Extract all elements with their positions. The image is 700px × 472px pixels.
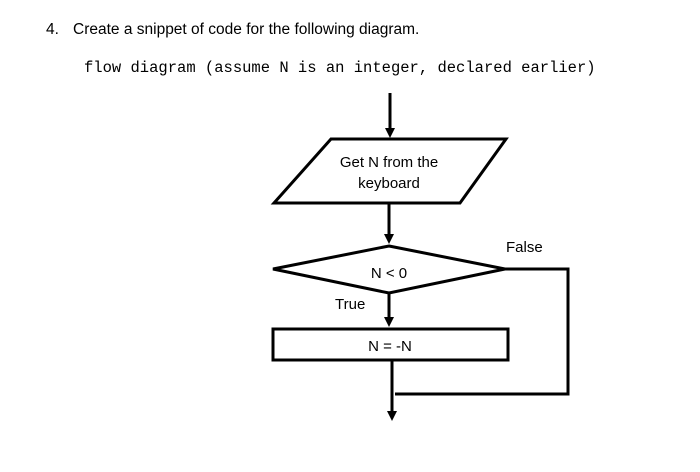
question-text: Create a snippet of code for the followi… (73, 21, 420, 38)
question-number: 4. (46, 21, 59, 38)
input-label-line2: keyboard (358, 175, 420, 192)
decision-label: N < 0 (371, 265, 407, 282)
process-label: N = -N (368, 338, 412, 355)
input-parallelogram (270, 137, 509, 205)
false-path-line (395, 267, 570, 396)
false-label: False (506, 239, 543, 256)
diagram-subtitle: flow diagram (assume N is an integer, de… (84, 59, 596, 77)
true-label: True (335, 296, 365, 313)
input-label-line1: Get N from the (340, 154, 438, 171)
